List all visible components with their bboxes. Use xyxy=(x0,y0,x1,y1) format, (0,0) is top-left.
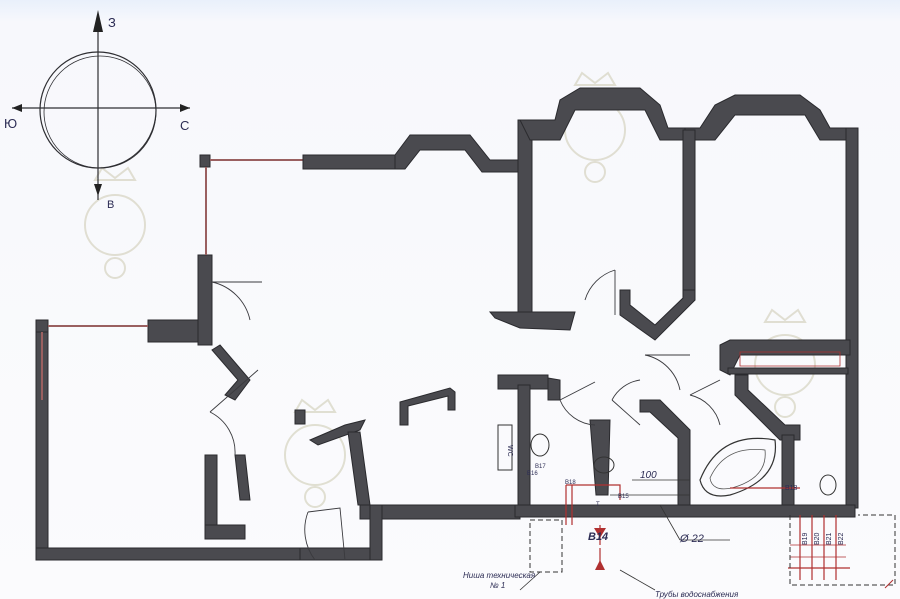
compass-east-label: С xyxy=(180,118,189,133)
bay-window-right-1 xyxy=(519,87,686,141)
compass-north-label: З xyxy=(108,15,116,30)
technical-niche-box xyxy=(529,519,563,573)
door-bath-2 xyxy=(611,379,641,426)
door-bedroom-2 xyxy=(644,354,690,391)
diameter-label: Ø 22 xyxy=(679,533,704,545)
wall-kitchen-counter xyxy=(488,311,576,331)
wall-bath-right-angle xyxy=(734,374,801,441)
pipe-label-b17: В17 xyxy=(535,464,546,470)
pipe-label-b18: В18 xyxy=(785,485,798,492)
doors xyxy=(209,269,721,561)
compass-west-label: Ю xyxy=(4,116,17,131)
bay-window-right-2 xyxy=(684,94,859,141)
wall-middle-vertical xyxy=(517,119,533,321)
door-entrance xyxy=(304,507,346,561)
wall-left-pillar xyxy=(197,254,213,346)
wall-left-interior xyxy=(204,454,218,536)
pipe-b14-arrow-icon xyxy=(594,528,606,538)
wall-top-main xyxy=(302,154,396,170)
wall-bath-right-top xyxy=(719,339,851,376)
wall-bottom-middle xyxy=(359,504,521,520)
wc-box xyxy=(497,424,513,471)
bay-window-main xyxy=(394,134,523,173)
west-arrow-icon xyxy=(12,104,22,112)
door-bath-1 xyxy=(559,381,596,426)
dimension-label: 100 xyxy=(640,470,657,481)
toilet-2-icon xyxy=(819,474,837,496)
wall-partition xyxy=(399,387,456,426)
exterior-walls xyxy=(35,87,859,561)
compass: З В Ю С xyxy=(4,10,190,211)
south-arrow-icon xyxy=(94,184,102,196)
wall-bottom-left xyxy=(35,547,309,561)
compass-south-label: В xyxy=(107,199,114,211)
door-bedroom-1 xyxy=(584,269,616,315)
pipe-riser-1 xyxy=(565,484,600,525)
niche-label-line1: Ниша техническая xyxy=(463,571,536,580)
wall-bedroom-divider xyxy=(682,129,696,301)
pipe-label-t: Т xyxy=(596,502,600,508)
pipe-label-b14: В14 xyxy=(588,531,608,543)
watermark-lion-4 xyxy=(754,308,816,418)
pipe-bundle-b19-b22 xyxy=(799,515,837,580)
north-arrow-icon xyxy=(93,10,103,32)
wall-right-outer xyxy=(845,127,859,509)
pipe-label-b15: В15 xyxy=(618,494,629,500)
vanity-counter xyxy=(739,351,841,367)
watermark-lion-1 xyxy=(84,166,146,279)
interior-walls xyxy=(211,311,851,506)
sink-icon xyxy=(593,456,615,474)
wall-central-angled xyxy=(308,419,366,446)
door-bath-3 xyxy=(689,379,721,426)
wc-label: WC xyxy=(506,445,513,457)
fixtures: WC xyxy=(497,351,841,497)
pipe-label-b16: В16 xyxy=(527,471,538,477)
wall-bath-left xyxy=(517,384,531,506)
wall-bedroom-corner xyxy=(619,289,696,341)
pipework: В14 В15 В16 В17 В18 В18 Т В19 В20 В21 В2… xyxy=(463,464,896,599)
pipe-label-b21: В21 xyxy=(826,532,833,545)
pipe-zone-box xyxy=(789,514,896,586)
pipe-label-b20: В20 xyxy=(814,532,821,545)
pipe-label-b19: В19 xyxy=(802,532,809,545)
door-left-room xyxy=(209,369,259,456)
door-upper-left xyxy=(211,281,262,321)
east-arrow-icon xyxy=(180,104,190,112)
pipe-label-b18-left: В18 xyxy=(565,480,576,486)
wall-curved-left xyxy=(211,344,251,401)
bathtub-icon xyxy=(699,437,777,497)
wall-corridor xyxy=(639,399,691,506)
water-pipes-label: Трубы водоснабжения xyxy=(655,590,739,599)
niche-label-line2: № 1 xyxy=(490,581,505,590)
watermark-lion-3 xyxy=(284,398,346,508)
toilet-1-icon xyxy=(530,433,550,457)
pipe-label-b22: В22 xyxy=(838,532,845,545)
